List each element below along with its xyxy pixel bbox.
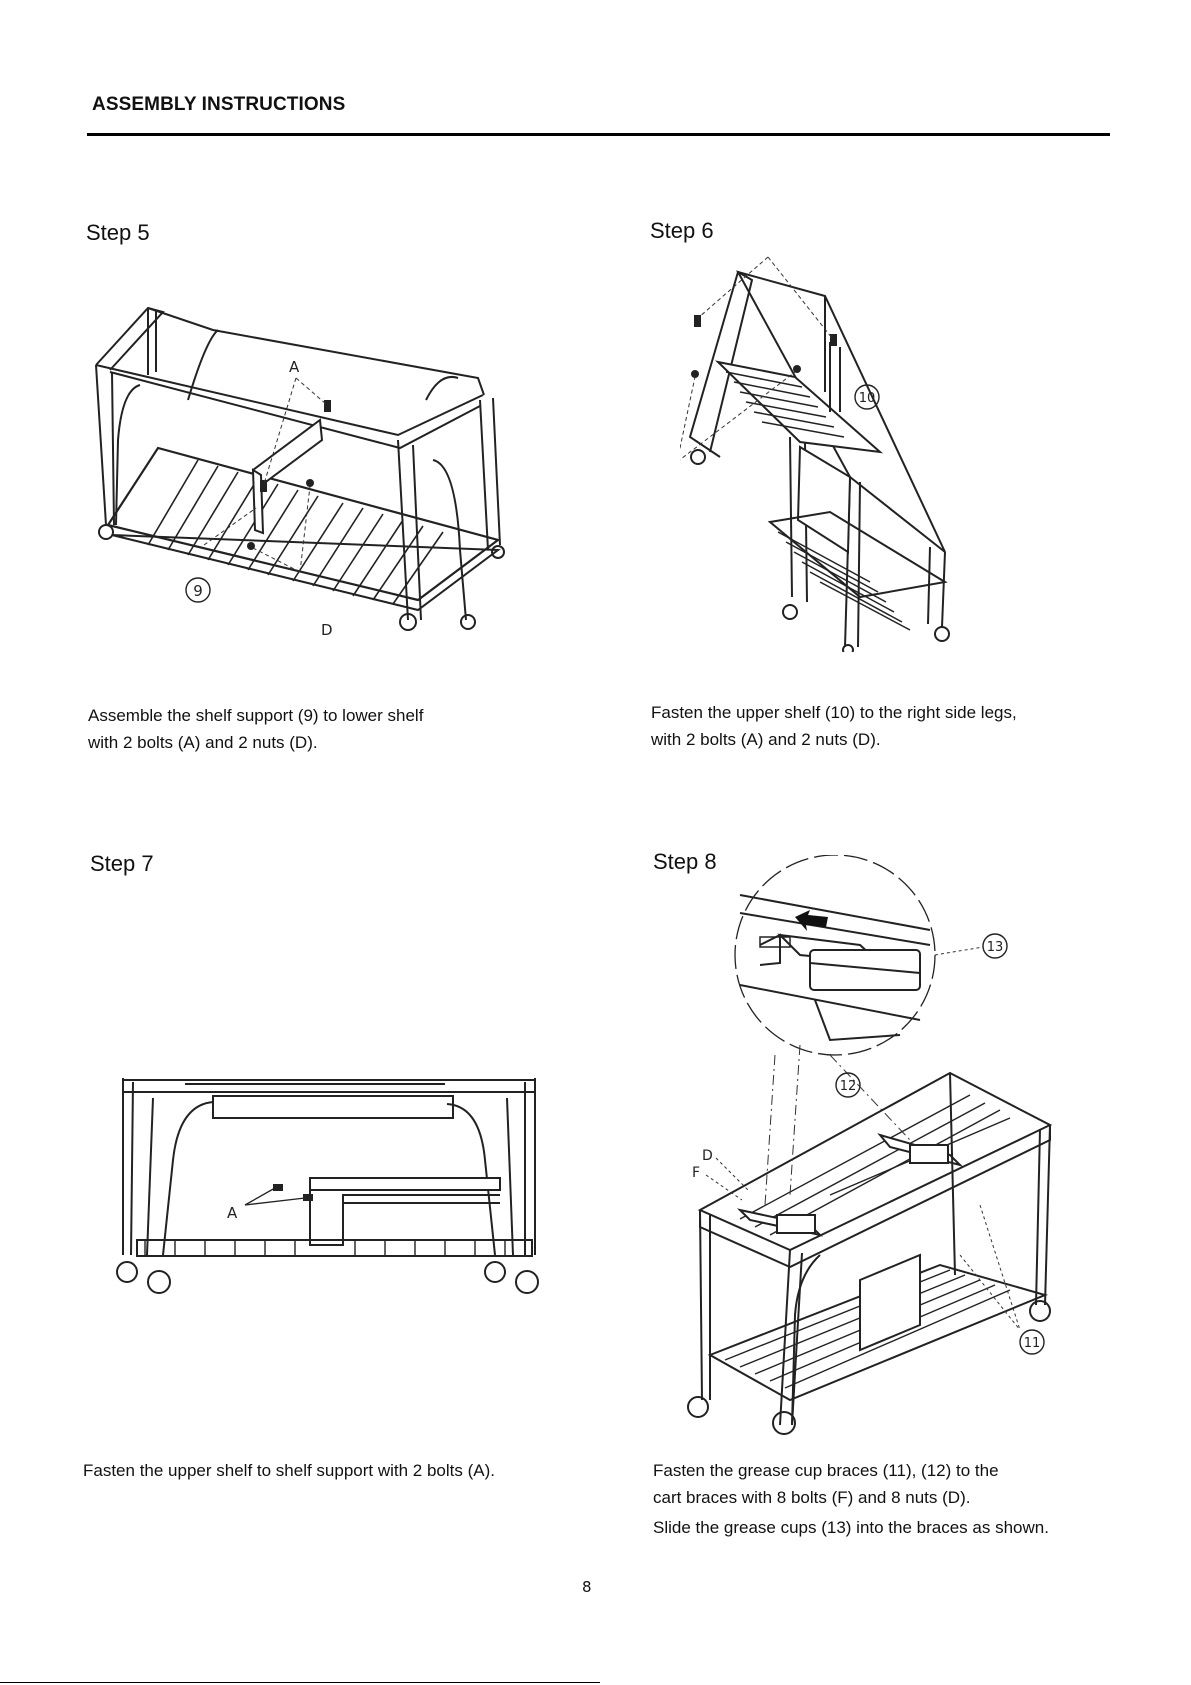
step-5-caption-line: with 2 bolts (A) and 2 nuts (D). <box>88 733 318 752</box>
step-5-caption-line: Assemble the shelf support (9) to lower … <box>88 706 424 725</box>
step-8-callout-12: 12 <box>840 1079 857 1094</box>
step-7-label: Step 7 <box>90 851 154 876</box>
step-5-callout-d: D <box>321 621 333 639</box>
step-8-callout-f: F <box>692 1165 700 1181</box>
step-6-label: Step 6 <box>650 218 714 243</box>
step-8-caption-line: Slide the grease cups (13) into the brac… <box>653 1518 1049 1537</box>
step-6-callout-10: 10 <box>859 391 876 406</box>
step-8-caption-line: cart braces with 8 bolts (F) and 8 nuts … <box>653 1488 971 1507</box>
step-5-callout-9: 9 <box>193 582 203 600</box>
step-7-caption-line: Fasten the upper shelf to shelf support … <box>83 1461 495 1480</box>
step-6-illustration: A 10 D <box>680 252 950 652</box>
step-5-callout-a: A <box>289 358 300 376</box>
step-6-callout-a: A <box>763 252 773 256</box>
step-7-callout-a: A <box>227 1204 238 1222</box>
step-6-caption-line: Fasten the upper shelf (10) to the right… <box>651 703 1017 722</box>
title-divider <box>87 133 1110 136</box>
step-6-caption: Fasten the upper shelf (10) to the right… <box>651 699 1151 753</box>
step-8-illustration: 13 <box>687 855 1053 1435</box>
step-5-illustration: A 9 D <box>95 306 505 639</box>
page-number: 8 <box>582 1578 592 1596</box>
step-7-caption: Fasten the upper shelf to shelf support … <box>83 1457 623 1484</box>
step-6-caption-line: with 2 bolts (A) and 2 nuts (D). <box>651 730 881 749</box>
step-5-caption: Assemble the shelf support (9) to lower … <box>88 702 588 756</box>
bottom-rule <box>0 1682 600 1683</box>
step-8-caption-line: Fasten the grease cup braces (11), (12) … <box>653 1461 999 1480</box>
step-8-callout-11: 11 <box>1024 1336 1041 1351</box>
step-5-label: Step 5 <box>86 220 150 245</box>
step-8-callout-d: D <box>702 1148 713 1164</box>
page-title: ASSEMBLY INSTRUCTIONS <box>92 94 346 115</box>
step-7-illustration: A <box>116 1078 539 1294</box>
step-6-callout-d: D <box>680 497 681 513</box>
step-8-callout-13: 13 <box>987 940 1004 955</box>
step-8-label: Step 8 <box>653 849 717 874</box>
step-8-caption: Fasten the grease cup braces (11), (12) … <box>653 1457 1133 1541</box>
